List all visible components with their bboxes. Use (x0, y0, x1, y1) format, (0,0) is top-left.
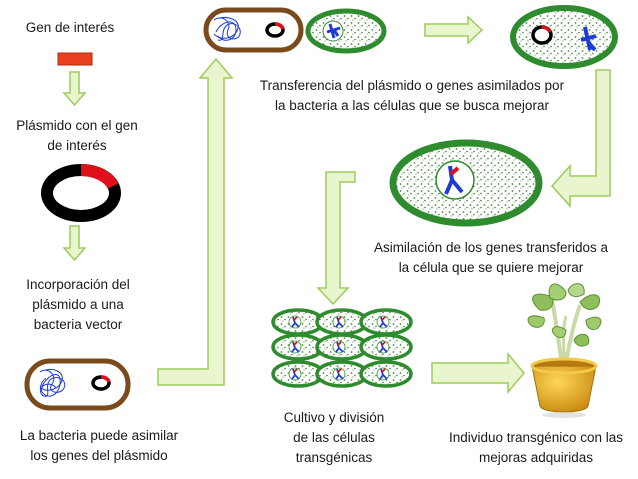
label-gene-of-interest: Gen de interés (20, 18, 120, 37)
transformed-cell-icon (510, 5, 618, 69)
incorporation-line-1: Incorporación del (26, 277, 130, 292)
culture-cell (359, 308, 413, 336)
culture-cell (315, 308, 369, 336)
down-arrow-2 (62, 225, 87, 262)
culture-cell (359, 333, 413, 361)
individual-line-2: mejoras adquiridas (478, 450, 594, 465)
individual-line-1: Individuo transgénico con las (448, 430, 624, 445)
label-assimilation: Asimilación de los genes transferidos a … (346, 238, 636, 278)
label-bacteria-assimilate: La bacteria puede asimilar los genes del… (4, 426, 194, 466)
assimilation-line-2: la célula que se quiere mejorar (398, 260, 584, 275)
top-bacteria-icon (203, 7, 304, 53)
label-culture: Cultivo y división de las células transg… (264, 408, 404, 468)
right-arrow-top (424, 15, 484, 45)
label-transgenic-individual: Individuo transgénico con las mejoras ad… (434, 428, 638, 468)
bacteria-assimilate-line-2: los genes del plásmido (30, 448, 168, 463)
up-arrow-transfer (157, 57, 234, 386)
right-arrow-bottom (431, 351, 525, 395)
bent-arrow-down-left (550, 69, 611, 208)
culture-line-1: Cultivo y división (283, 410, 385, 425)
culture-line-3: transgénicas (295, 450, 373, 465)
label-transfer: Transferencia del plásmido o genes asimi… (244, 76, 580, 116)
transfer-line-1: Transferencia del plásmido o genes asimi… (259, 78, 565, 93)
assimilation-line-1: Asimilación de los genes transferidos a (373, 240, 609, 255)
top-plant-cell-icon (305, 8, 387, 54)
plasmid-line-2: de interés (47, 138, 107, 153)
down-arrow-1 (62, 71, 87, 107)
incorporation-line-3: bacteria vector (33, 317, 123, 332)
plasmid-line-1: Plásmido con el gen (16, 118, 138, 133)
culture-cell (315, 360, 369, 388)
gene-segment-icon (57, 52, 93, 66)
bacteria-vector-icon (24, 358, 131, 411)
incorporation-line-2: plásmido a una (32, 297, 124, 312)
plant-cell-icon (389, 139, 543, 227)
cell-culture-icon (271, 308, 413, 388)
plasmid-ring-icon (41, 164, 121, 222)
bent-arrow-down (316, 171, 356, 306)
bacteria-assimilate-line-1: La bacteria puede asimilar (19, 428, 179, 443)
label-incorporation: Incorporación del plásmido a una bacteri… (8, 275, 148, 335)
culture-cell (359, 360, 413, 388)
transgenic-plant-icon (527, 283, 602, 418)
gene-of-interest-text: Gen de interés (25, 20, 115, 35)
transfer-line-2: la bacteria a las células que se busca m… (275, 98, 549, 113)
label-plasmid-with-gene: Plásmido con el gen de interés (2, 116, 152, 156)
culture-line-2: de las células (293, 430, 375, 445)
